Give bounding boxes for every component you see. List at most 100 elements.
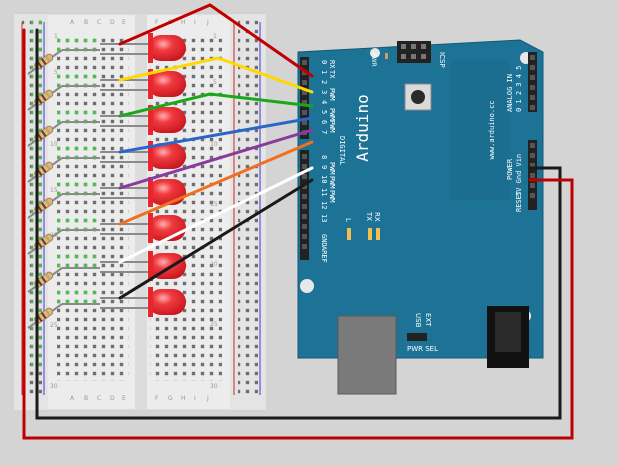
svg-text:20: 20 bbox=[210, 261, 218, 268]
col-letter-c: C bbox=[97, 19, 101, 26]
row-number-5: 5 bbox=[54, 69, 58, 76]
pin-label-1: 1 bbox=[320, 70, 328, 74]
pin-label-12: 12 bbox=[320, 201, 328, 209]
power-label: POWER bbox=[506, 158, 514, 180]
digital-header-low bbox=[300, 57, 309, 139]
resistor bbox=[27, 85, 100, 111]
row-number-15: 15 bbox=[50, 187, 58, 194]
svg-text:I: I bbox=[194, 395, 196, 402]
pin-label-3: 3 bbox=[320, 90, 328, 94]
pin-label-9: 9 bbox=[320, 165, 328, 169]
svg-text:RX: RX bbox=[373, 212, 381, 222]
resistor bbox=[27, 157, 100, 183]
wire-red bbox=[118, 3, 314, 78]
col-letter-j: J bbox=[206, 19, 209, 26]
col-letter-e: E bbox=[122, 19, 126, 26]
pwm-label-6: PWM bbox=[328, 120, 336, 133]
digital-label: DIGITAL bbox=[338, 136, 346, 166]
resistor bbox=[27, 303, 100, 329]
svg-text:D: D bbox=[110, 395, 115, 402]
svg-text:E: E bbox=[122, 395, 126, 402]
icsp-label: ICSP bbox=[438, 52, 446, 68]
svg-text:G: G bbox=[168, 395, 173, 402]
terminal-strip-left bbox=[57, 36, 129, 381]
mounting-hole bbox=[370, 48, 380, 58]
brand-label: Arduino bbox=[353, 94, 372, 161]
wire-black bbox=[118, 178, 314, 300]
row-number-25: 25 bbox=[50, 322, 58, 329]
svg-text:1: 1 bbox=[213, 33, 217, 40]
pin-label-2: 2 bbox=[320, 80, 328, 84]
col-letter-h: H bbox=[181, 19, 186, 26]
svg-text:TX: TX bbox=[365, 211, 373, 221]
chip-area bbox=[450, 60, 510, 200]
wire-gnd-loop bbox=[35, 28, 562, 420]
wire-white bbox=[118, 166, 314, 264]
wire-orange bbox=[118, 140, 314, 226]
svg-text:F: F bbox=[155, 395, 159, 402]
svg-text:30: 30 bbox=[210, 383, 218, 390]
gnd-label: GND bbox=[320, 234, 328, 247]
led bbox=[100, 287, 186, 317]
wire-yellow bbox=[118, 56, 314, 94]
resistors bbox=[27, 49, 100, 329]
breadboard: A B C D E F G H I J A B C D E F G H I J … bbox=[13, 13, 267, 411]
pin-label-11: 11 bbox=[320, 188, 328, 196]
col-letter-b: B bbox=[84, 19, 88, 26]
pin-label-0: 0 bbox=[320, 60, 328, 64]
led bbox=[100, 251, 186, 281]
pwr-led bbox=[385, 53, 388, 59]
analog-in-label: ANALOG IN bbox=[506, 74, 514, 112]
pin-label-5: 5 bbox=[320, 110, 328, 114]
pwm-label-9: PWM bbox=[328, 162, 336, 175]
col-letter-a: A bbox=[70, 19, 75, 26]
svg-text:PWR: PWR bbox=[370, 53, 377, 67]
aref-label: AREF bbox=[320, 246, 328, 263]
pwr-sel-jumper[interactable] bbox=[407, 333, 427, 341]
pin-label-13: 13 bbox=[320, 214, 328, 222]
svg-text:A: A bbox=[70, 395, 75, 402]
svg-text:15: 15 bbox=[210, 201, 218, 208]
wires bbox=[22, 3, 574, 440]
wire-green bbox=[118, 92, 314, 118]
led bbox=[100, 69, 186, 99]
power-pins-label: 5V Gnd Vin bbox=[515, 154, 523, 196]
col-letter-d: D bbox=[110, 19, 115, 26]
svg-text:25: 25 bbox=[210, 321, 218, 328]
led bbox=[100, 33, 186, 63]
wire-blue bbox=[118, 116, 314, 154]
led bbox=[100, 141, 186, 171]
svg-text:10: 10 bbox=[210, 141, 218, 148]
resistor bbox=[27, 267, 100, 293]
led-l bbox=[347, 228, 351, 240]
website-label: www.arduino.cc bbox=[488, 100, 496, 159]
svg-text:L: L bbox=[344, 218, 352, 222]
svg-text:PWR SEL: PWR SEL bbox=[407, 345, 438, 353]
svg-text:C: C bbox=[97, 395, 101, 402]
resistor bbox=[27, 121, 100, 147]
wire-5v-loop bbox=[22, 28, 574, 440]
svg-text:USB: USB bbox=[414, 313, 422, 328]
pwm-label-5: PWM bbox=[328, 108, 336, 121]
pwm-label-3: PWM bbox=[328, 88, 336, 101]
row-number-10: 10 bbox=[50, 141, 58, 148]
svg-text:EXT: EXT bbox=[424, 313, 432, 327]
reset-label: RESET bbox=[515, 190, 523, 212]
row-number-1: 1 bbox=[54, 33, 58, 40]
pwm-label-10: PWM bbox=[328, 176, 336, 189]
pin-label-8: 8 bbox=[320, 155, 328, 159]
svg-text:H: H bbox=[181, 395, 186, 402]
tx-label: TX bbox=[328, 70, 336, 79]
svg-text:B: B bbox=[84, 395, 88, 402]
analog-pins-label: 0 1 2 3 4 5 bbox=[515, 66, 523, 112]
pin-label-10: 10 bbox=[320, 175, 328, 183]
led-rx bbox=[376, 228, 380, 240]
wire-purple bbox=[118, 128, 314, 190]
usb-connector bbox=[337, 315, 397, 395]
svg-text:5: 5 bbox=[213, 79, 217, 86]
col-letter-f: F bbox=[155, 19, 159, 26]
analog-header bbox=[528, 52, 537, 112]
mounting-hole bbox=[300, 279, 314, 293]
rx-label: RX bbox=[328, 60, 336, 69]
